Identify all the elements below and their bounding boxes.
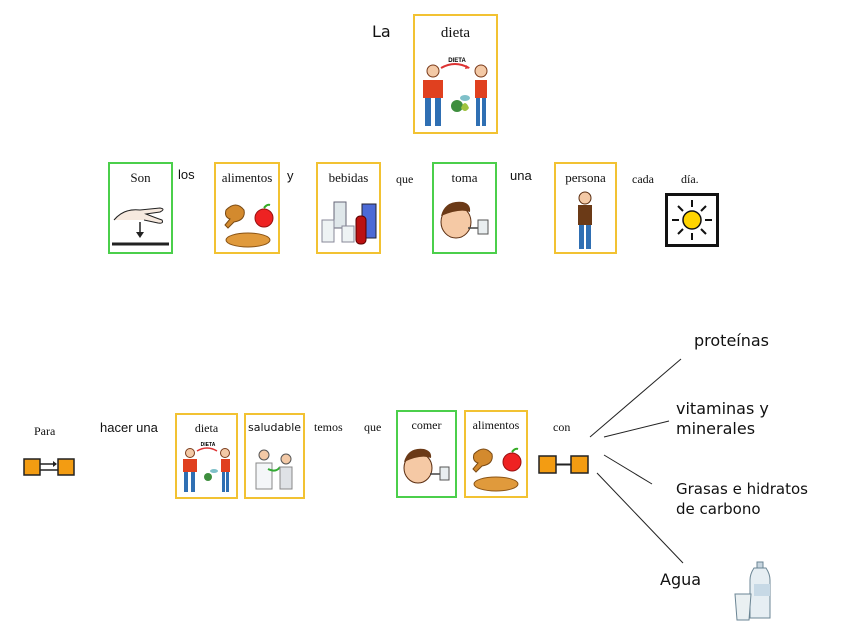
word-dia: día. xyxy=(681,172,699,186)
hand-pointing-down-icon xyxy=(112,207,169,246)
sun-icon xyxy=(665,193,719,247)
alimentos-card-label: alimentos xyxy=(221,170,273,185)
diet-people-icon: DIETA xyxy=(423,58,488,126)
word-y: y xyxy=(287,168,294,183)
branch-vitaminas-minerales: vitaminas y minerales xyxy=(676,399,769,438)
alimentos-card: alimentos xyxy=(214,162,280,254)
bebidas-card-label: bebidas xyxy=(328,170,369,185)
son-card-label: Son xyxy=(130,170,151,185)
purpose-arrow-icon xyxy=(23,458,75,476)
word-para: Para xyxy=(34,424,56,438)
persona-card-label: persona xyxy=(565,170,606,185)
branch-grasas-hidratos: Grasas e hidratos de carbono xyxy=(676,480,808,518)
saludable-card-label: saludable xyxy=(247,421,302,434)
drinks-icon xyxy=(321,201,377,245)
word-que-2: que xyxy=(364,420,382,434)
branch-agua: Agua xyxy=(660,570,702,589)
word-una: una xyxy=(510,168,532,183)
food-icon-2 xyxy=(472,447,522,492)
dieta-inner-tag-small: DIETA xyxy=(201,442,216,448)
alimentos-card-2-label: alimentos xyxy=(472,418,520,432)
comer-card-label: comer xyxy=(411,418,442,432)
person-drinking-icon xyxy=(440,201,489,239)
dieta-inner-tag: DIETA xyxy=(448,58,466,64)
word-temos: temos xyxy=(314,420,343,434)
title-word-la: La xyxy=(372,22,391,41)
saludable-card: saludable xyxy=(244,413,305,499)
word-los: los xyxy=(178,167,195,182)
dieta-title-label: dieta xyxy=(440,25,471,41)
word-con: con xyxy=(553,420,571,434)
food-icon xyxy=(224,203,274,248)
diet-people-icon-small: DIETA xyxy=(183,442,230,492)
toma-card-label: toma xyxy=(451,170,478,185)
person-icon xyxy=(578,191,592,249)
water-bottle-glass-icon xyxy=(734,561,771,621)
person-eating-icon xyxy=(403,448,450,484)
word-hacer-una: hacer una xyxy=(100,420,158,435)
toma-card: toma xyxy=(432,162,497,254)
dieta-card: dieta DIETA xyxy=(175,413,238,499)
word-cada: cada xyxy=(632,172,654,186)
dieta-title-card: dieta DIETA xyxy=(413,14,498,134)
branch-proteinas: proteínas xyxy=(694,331,770,350)
healthy-doctor-icon xyxy=(255,449,293,490)
bebidas-card: bebidas xyxy=(316,162,381,254)
word-que: que xyxy=(396,172,414,186)
comer-card: comer xyxy=(396,410,457,498)
with-link-icon xyxy=(538,455,589,474)
son-card: Son xyxy=(108,162,173,254)
alimentos-card-2: alimentos xyxy=(464,410,528,498)
persona-card: persona xyxy=(554,162,617,254)
dieta-card-label: dieta xyxy=(194,421,219,435)
